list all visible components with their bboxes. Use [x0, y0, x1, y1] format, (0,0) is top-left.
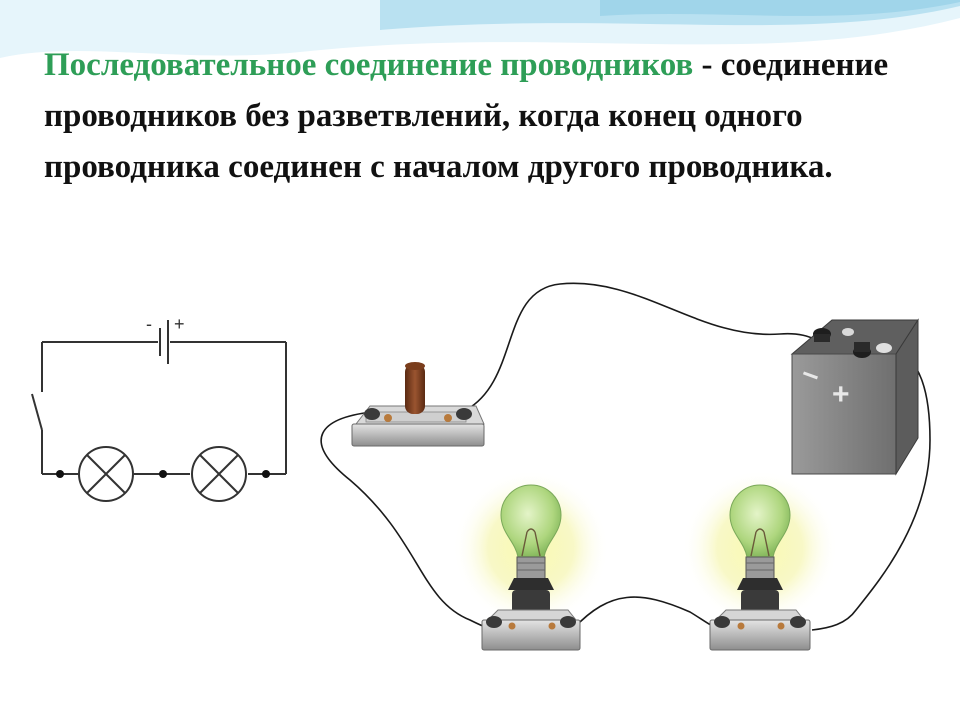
- schematic-plus-label: +: [174, 314, 185, 334]
- schematic-nodes: [56, 470, 270, 478]
- battery: – +: [790, 318, 919, 476]
- switch-handle: [405, 364, 425, 414]
- definition-term: Последовательное соединение проводников: [44, 47, 694, 83]
- left-light-bulb: [453, 470, 609, 651]
- header-waves: [0, 0, 960, 58]
- lamp-symbol-icon: [78, 446, 134, 502]
- definition-text: Последовательное соединение проводников …: [44, 40, 924, 193]
- definition-dash: -: [693, 47, 721, 83]
- definition-body: соединение проводников без разветвлений,…: [44, 47, 889, 185]
- switch: [351, 362, 485, 447]
- schematic-minus-label: -: [146, 314, 152, 334]
- wire-icon: [320, 282, 931, 631]
- light-bulb-icon: [729, 484, 791, 580]
- circuit-schematic: [31, 320, 287, 502]
- lamp-symbol-icon: [191, 446, 247, 502]
- switch-icon: [31, 393, 43, 431]
- battery-plus-label: +: [832, 378, 850, 411]
- light-bulb-icon: [500, 484, 562, 580]
- right-light-bulb: [682, 470, 838, 651]
